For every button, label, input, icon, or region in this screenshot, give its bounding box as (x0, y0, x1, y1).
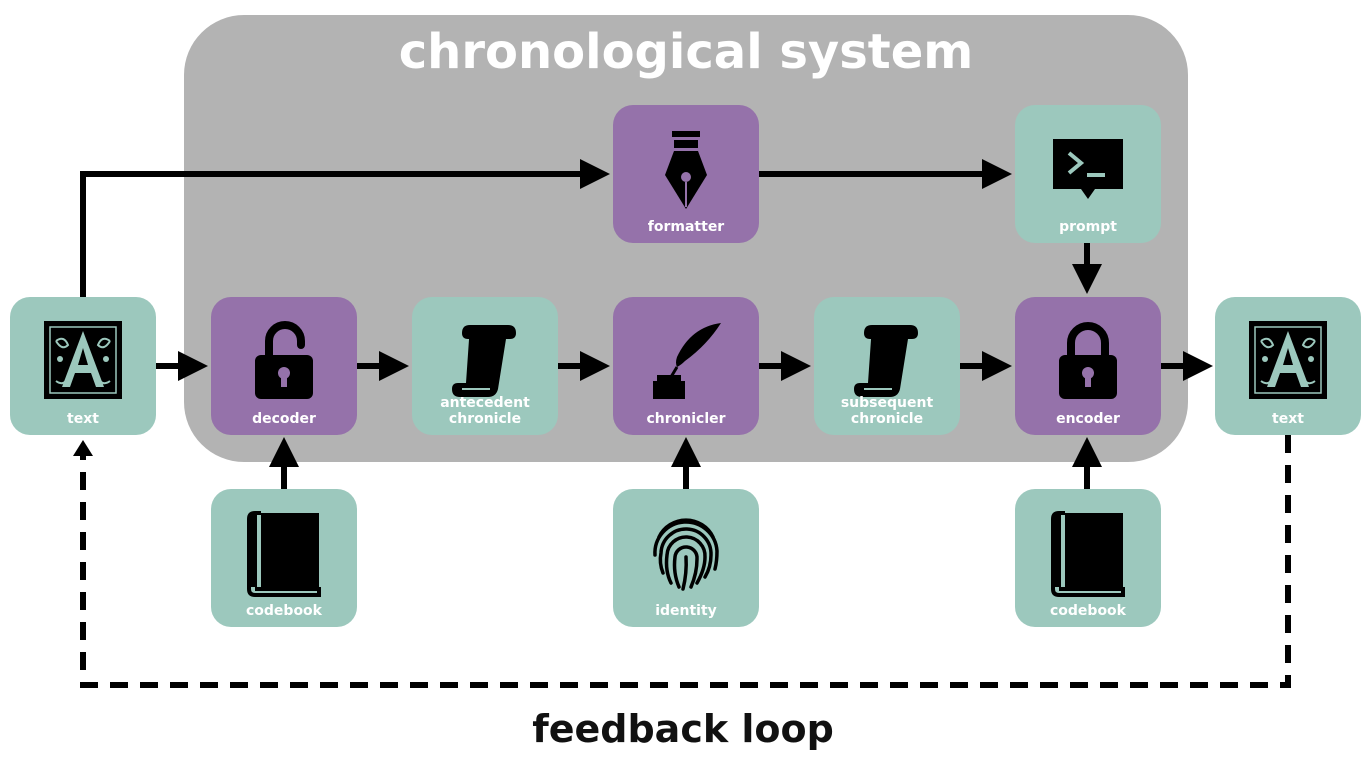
scroll-icon (440, 315, 530, 405)
illuminated-letter-icon (38, 315, 128, 405)
identity-node: identity (613, 489, 759, 627)
prompt-node: prompt (1015, 105, 1161, 243)
arrow-text-to-formatter (80, 159, 610, 297)
illuminated-letter-icon (1243, 315, 1333, 405)
node-label: antecedent chronicle (440, 395, 530, 427)
scroll-icon (842, 315, 932, 405)
quill-inkwell-icon (641, 315, 731, 405)
node-label: encoder (1056, 411, 1120, 427)
node-label: text (67, 411, 99, 427)
node-label: decoder (252, 411, 316, 427)
unlock-icon (239, 315, 329, 405)
feedback-loop-line (80, 435, 1291, 688)
text-output-node: text (1215, 297, 1361, 435)
node-label: prompt (1059, 219, 1117, 235)
feedback-loop-arrowhead (73, 440, 93, 456)
node-label: chronicler (646, 411, 726, 427)
antecedent-chronicle-node: antecedent chronicle (412, 297, 558, 435)
codebook-decoder-node: codebook (211, 489, 357, 627)
fountain-pen-nib-icon (641, 123, 731, 213)
feedback-loop-label: feedback loop (532, 707, 834, 751)
node-label: formatter (647, 219, 725, 235)
node-label: subsequent chronicle (840, 395, 934, 427)
node-label: identity (655, 603, 717, 619)
book-icon (239, 507, 329, 597)
node-label: codebook (1049, 603, 1126, 619)
formatter-node: formatter (613, 105, 759, 243)
node-label: codebook (245, 603, 322, 619)
terminal-prompt-icon (1043, 123, 1133, 213)
text-input-node: text (10, 297, 156, 435)
subsequent-chronicle-node: subsequent chronicle (814, 297, 960, 435)
codebook-encoder-node: codebook (1015, 489, 1161, 627)
chronicler-node: chronicler (613, 297, 759, 435)
panel-title: chronological system (398, 24, 974, 80)
encoder-node: encoder (1015, 297, 1161, 435)
book-icon (1043, 507, 1133, 597)
lock-icon (1043, 315, 1133, 405)
node-label: text (1272, 411, 1304, 427)
fingerprint-icon (641, 507, 731, 597)
decoder-node: decoder (211, 297, 357, 435)
